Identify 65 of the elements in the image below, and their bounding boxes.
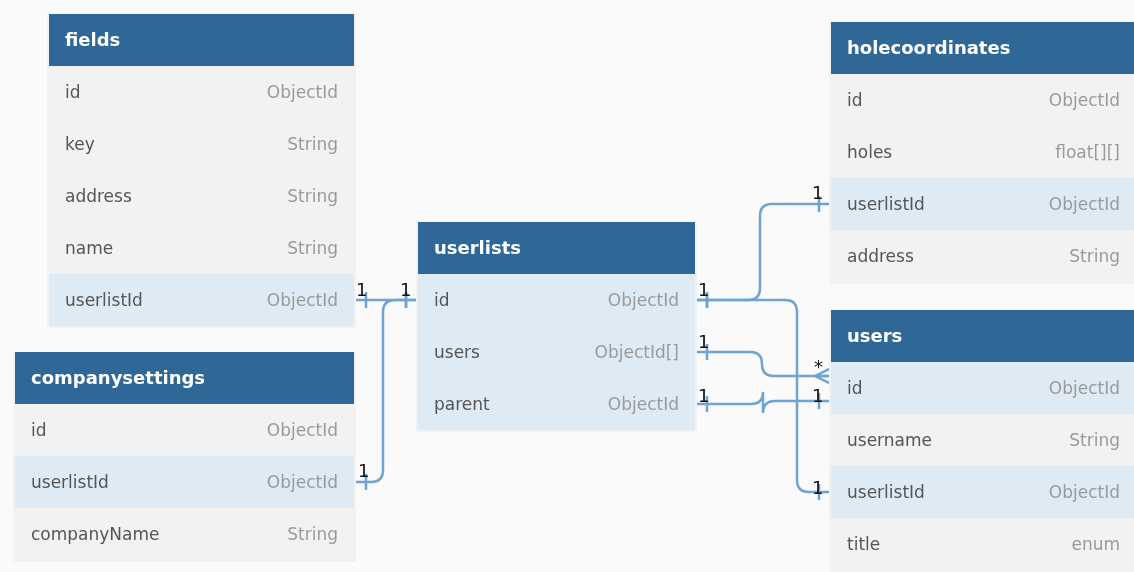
cardinality-label: 1: [698, 333, 710, 351]
field-type: ObjectId: [1048, 482, 1120, 502]
table-title: fields: [49, 14, 354, 66]
cardinality-label: 1: [358, 462, 370, 480]
field-type: ObjectId: [266, 290, 338, 310]
field-type: ObjectId: [607, 394, 679, 414]
table-row: [831, 362, 1134, 414]
table-row: [49, 66, 354, 118]
entity-table: [13, 352, 356, 562]
field-type: ObjectId: [1048, 194, 1120, 214]
field-type: float[][]: [1055, 142, 1120, 162]
field-name: id: [434, 290, 450, 310]
field-type: ObjectId[]: [594, 342, 679, 362]
field-name: users: [434, 342, 480, 362]
field-type: String: [1069, 430, 1120, 450]
field-name: title: [847, 534, 881, 554]
table-title: users: [831, 310, 1134, 362]
field-name: companyName: [31, 524, 160, 544]
field-type: String: [287, 186, 338, 206]
field-name: key: [65, 134, 95, 154]
field-name: parent: [434, 394, 490, 414]
field-type: ObjectId: [266, 82, 338, 102]
relationship-line: [695, 390, 831, 415]
field-name: username: [847, 430, 932, 450]
table-row: [831, 74, 1134, 126]
field-name: id: [31, 420, 47, 440]
cardinality-label: *: [814, 358, 823, 376]
field-type: ObjectId: [607, 290, 679, 310]
field-type: String: [287, 524, 338, 544]
cardinality-label: 1: [812, 387, 824, 405]
field-name: userlistId: [65, 290, 143, 310]
table-title: companysettings: [15, 352, 354, 404]
field-name: id: [65, 82, 81, 102]
relationship-line: [695, 290, 831, 502]
table-row: [418, 274, 695, 326]
field-type: ObjectId: [1048, 90, 1120, 110]
field-type: String: [287, 134, 338, 154]
field-name: userlistId: [847, 482, 925, 502]
entity-table: [829, 310, 1134, 572]
field-type: String: [287, 238, 338, 258]
entity-table: [829, 22, 1134, 284]
entity-table: [47, 14, 356, 328]
field-name: userlistId: [847, 194, 925, 214]
cardinality-label: 1: [812, 184, 824, 202]
field-name: address: [65, 186, 132, 206]
field-type: ObjectId: [266, 420, 338, 440]
entity-table: [416, 222, 697, 432]
field-type: String: [1069, 246, 1120, 266]
cardinality-label: 1: [698, 387, 710, 405]
cardinality-label: 1: [356, 281, 368, 299]
field-name: address: [847, 246, 914, 266]
field-name: id: [847, 90, 863, 110]
field-name: id: [847, 378, 863, 398]
field-name: userlistId: [31, 472, 109, 492]
cardinality-label: 1: [400, 281, 412, 299]
table-title: holecoordinates: [831, 22, 1134, 74]
table-title: userlists: [418, 222, 695, 274]
table-row: [15, 404, 354, 456]
field-name: holes: [847, 142, 893, 162]
field-type: ObjectId: [1048, 378, 1120, 398]
cardinality-label: 1: [698, 281, 710, 299]
field-name: name: [65, 238, 114, 258]
field-type: enum: [1071, 534, 1120, 554]
field-type: ObjectId: [266, 472, 338, 492]
cardinality-label: 1: [812, 479, 824, 497]
